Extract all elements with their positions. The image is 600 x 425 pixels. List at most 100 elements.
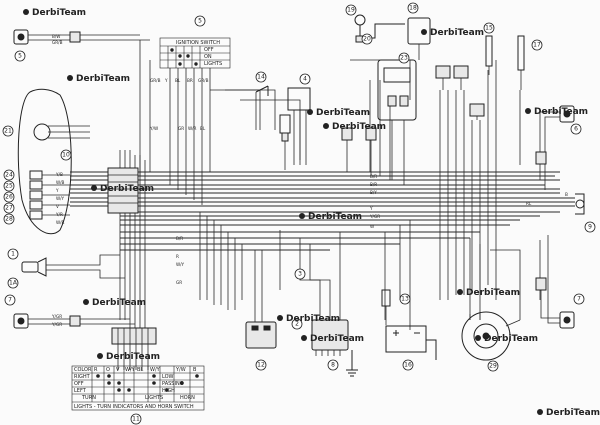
wire-label-misc-yw: Y/W	[149, 126, 158, 131]
watermark-logo: DerbiTeam	[421, 28, 484, 38]
watermark-logo: DerbiTeam	[301, 334, 364, 344]
svg-text:DerbiTeam: DerbiTeam	[466, 288, 520, 298]
headlight	[17, 88, 90, 235]
callout-4: 4	[299, 73, 311, 85]
svg-text:7: 7	[8, 297, 12, 304]
callout-16-right: 15	[483, 22, 495, 34]
rear-left-indicator	[13, 313, 135, 329]
voltage-regulator	[245, 310, 277, 349]
watermark-logo: DerbiTeam	[83, 298, 146, 308]
svg-text:DerbiTeam: DerbiTeam	[106, 352, 160, 362]
svg-text:9: 9	[588, 224, 592, 231]
svg-text:DerbiTeam: DerbiTeam	[484, 334, 538, 344]
svg-text:29: 29	[489, 363, 497, 370]
sensor-17	[517, 35, 525, 90]
callout-22: 20	[361, 33, 373, 45]
svg-text:14: 14	[257, 74, 265, 81]
svg-text:20: 20	[363, 36, 371, 43]
watermark-logo: DerbiTeam	[323, 122, 386, 132]
wire-label-top-4: GR/B	[198, 78, 209, 83]
svg-text:DerbiTeam: DerbiTeam	[92, 298, 146, 308]
callout-11: 2	[291, 318, 303, 330]
wire-label-right-5: W	[370, 224, 374, 229]
callout-8: 8	[327, 359, 339, 371]
callout-1: 1	[7, 248, 19, 260]
svg-text:DerbiTeam: DerbiTeam	[32, 8, 86, 18]
callout-5-table: 5	[194, 15, 206, 27]
main-fuse	[381, 289, 391, 325]
watermark-logo: DerbiTeam	[97, 352, 160, 362]
table-header-yw: Y/W	[175, 367, 186, 373]
svg-text:27: 27	[5, 205, 13, 212]
table-header-wy: W/Y	[125, 367, 136, 373]
wire-label-gr-b-top: GR/B	[52, 40, 63, 45]
wire-label-right-6: B	[565, 192, 568, 197]
watermark-logo: DerbiTeam	[475, 334, 538, 344]
brake-switch	[255, 85, 269, 130]
table-header-r: R	[94, 367, 98, 373]
horn	[21, 254, 125, 279]
svg-text:15: 15	[485, 25, 493, 32]
callout-3: 21	[2, 125, 14, 137]
callout-1a: 1A	[7, 277, 19, 289]
table-row-right: RIGHT	[74, 374, 91, 380]
svg-text:18: 18	[409, 5, 417, 12]
svg-text:DerbiTeam: DerbiTeam	[316, 108, 370, 118]
table-header-v: V	[116, 367, 120, 373]
watermark-logo: DerbiTeam	[537, 408, 600, 418]
svg-text:2: 2	[295, 321, 299, 328]
wire-label-right-1: B/R	[370, 182, 377, 187]
wire-label-misc-wy: W/Y	[176, 262, 185, 267]
svg-text:8: 8	[331, 362, 335, 369]
front-left-indicator	[13, 29, 150, 45]
svg-text:4: 4	[303, 76, 307, 83]
callout-29: 29	[487, 360, 499, 372]
callout-13: 12	[255, 359, 267, 371]
wire-label-right-2: B/Y	[370, 190, 377, 195]
wire-label-misc-br: B/R	[176, 236, 183, 241]
table-header-bl: BL	[137, 367, 143, 373]
table-group-turn: TURN	[81, 395, 96, 401]
wire-label-right-4: Y/GR	[369, 214, 380, 219]
wire-label-top-1: Y	[164, 78, 168, 83]
rear-right-indicator	[535, 277, 575, 329]
ignition-switch-table: IGNITION SWITCH OFF ON LIGHTS	[159, 37, 231, 90]
callout-21: 19	[345, 4, 357, 16]
callout-15: 14	[255, 71, 267, 83]
turn-switch-table: COLOR R O V W/Y BL W/Y Y/W B RIGHT OFF L…	[71, 365, 205, 411]
callout-14: 13	[399, 293, 411, 305]
svg-text:1: 1	[11, 251, 15, 258]
svg-text:26: 26	[5, 194, 13, 201]
cdi-module	[377, 59, 417, 185]
svg-text:21: 21	[4, 128, 12, 135]
small-connectors	[341, 127, 377, 176]
table-row-left: LEFT	[74, 388, 87, 394]
table-header-wy-2: W/Y	[150, 367, 161, 373]
watermark-logo: DerbiTeam	[307, 108, 370, 118]
callout-27: 27	[3, 202, 15, 214]
watermark-logo: DerbiTeam	[277, 314, 340, 324]
callout-7-left: 7	[4, 294, 16, 306]
wire-label-y-gr: Y/GR	[51, 314, 62, 319]
watermark-logo: DerbiTeam	[457, 288, 520, 298]
table-header-o: O	[106, 367, 110, 373]
ignition-switch-title: IGNITION SWITCH	[176, 40, 220, 46]
svg-text:3: 3	[298, 271, 302, 278]
watermarks: DerbiTeam DerbiTeam DerbiTeam DerbiTeam …	[23, 8, 600, 418]
wire-label-misc-rl: RL	[526, 201, 532, 206]
ignition-coil	[407, 17, 431, 60]
svg-text:DerbiTeam: DerbiTeam	[100, 184, 154, 194]
svg-text:1A: 1A	[9, 280, 18, 287]
flasher-relay	[311, 319, 349, 356]
svg-text:25: 25	[5, 183, 13, 190]
svg-text:24: 24	[5, 172, 13, 179]
svg-text:5: 5	[18, 53, 22, 60]
svg-text:5: 5	[198, 18, 202, 25]
callout-18: 16	[402, 359, 414, 371]
callout-28: 28	[3, 213, 15, 225]
svg-text:12: 12	[257, 362, 265, 369]
wire-label-left-3: W/Y	[56, 196, 65, 201]
svg-text:23: 23	[400, 55, 408, 62]
ignition-row-off: OFF	[204, 47, 214, 53]
svg-text:6: 6	[574, 126, 578, 133]
